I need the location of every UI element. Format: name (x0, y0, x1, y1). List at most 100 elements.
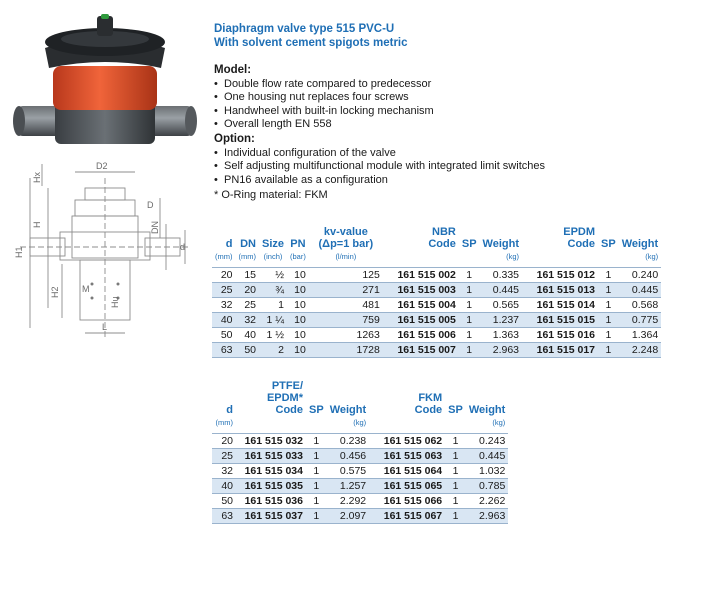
list-item: PN16 available as a configuration (214, 174, 694, 188)
table-cell: 1 (306, 478, 327, 494)
table-cell: 1 (306, 463, 327, 479)
table-cell: 1.364 (618, 327, 662, 343)
table-cell: 161 515 005 (382, 312, 459, 328)
table-cell: 32 (212, 463, 236, 479)
col-header: DN (240, 238, 256, 250)
table-cell: 0.775 (618, 312, 662, 328)
table-cell: 0.240 (618, 267, 662, 283)
table-cell: 0.785 (465, 478, 509, 494)
oring-note: * O-Ring material: FKM (214, 189, 328, 202)
table-cell: 1 (306, 433, 327, 449)
table-cell: 1 (598, 312, 619, 328)
table-cell: 1 (458, 327, 480, 343)
col-header: PN (290, 238, 306, 250)
table-cell: 0.445 (618, 282, 662, 298)
table-cell: 1728 (308, 342, 383, 358)
table-cell: 50 (212, 493, 236, 509)
table-cell: 1 (458, 267, 480, 283)
label-dn: DN (150, 221, 160, 234)
table-cell: 1 (445, 478, 466, 494)
page-title: Diaphragm valve type 515 PVC-U With solv… (214, 22, 408, 50)
table-cell: 1 (445, 433, 466, 449)
table-cell: 161 515 017 (522, 342, 599, 358)
table-cell: 481 (308, 297, 383, 313)
table-cell: 1.237 (479, 312, 523, 328)
table-cell: 161 515 015 (522, 312, 599, 328)
table-cell: 25 (212, 448, 236, 464)
col-header: Weight (468, 404, 506, 416)
table-cell: 1 ½ (259, 327, 288, 343)
model-list: Double flow rate compared to predecessor… (214, 78, 694, 132)
table-cell: 40 (235, 327, 259, 343)
table-cell: 1 (458, 342, 480, 358)
table-cell: 0.445 (479, 282, 523, 298)
table-cell: 161 515 063 (369, 448, 446, 464)
table-cell: 25 (235, 297, 259, 313)
table-cell: 2.262 (465, 493, 509, 509)
table-cell: ¾ (259, 282, 288, 298)
table-cell: 161 515 035 (236, 478, 306, 494)
table-cell: 1 (458, 282, 480, 298)
table-cell: 1 (598, 342, 619, 358)
table-cell: 161 515 067 (369, 508, 446, 524)
table-cell: 10 (287, 312, 309, 328)
option-list: Individual configuration of the valve Se… (214, 147, 694, 188)
table-cell: 161 515 037 (236, 508, 306, 524)
table-cell: 2.292 (326, 493, 370, 509)
table-cell: 40 (212, 312, 236, 328)
valve-dimension-drawing: H1 H H2 M L DN D2 D d Hx Hu (14, 161, 190, 338)
table-cell: 1 (306, 448, 327, 464)
table-cell: 0.238 (326, 433, 370, 449)
unit-label: (bar) (290, 252, 306, 261)
label-d: D (147, 200, 154, 210)
unit-label: (inch) (263, 252, 283, 261)
table-cell: 161 515 064 (369, 463, 446, 479)
table-cell: 161 515 034 (236, 463, 306, 479)
table-cell: 2 (259, 342, 288, 358)
title-line-1: Diaphragm valve type 515 PVC-U (214, 23, 395, 35)
table-cell: 10 (287, 342, 309, 358)
table-cell: 1.257 (326, 478, 370, 494)
unit-label: (kg) (645, 252, 659, 261)
table-cell: 2.248 (618, 342, 662, 358)
label-h2: H2 (50, 286, 60, 298)
table-cell: 161 515 012 (522, 267, 599, 283)
table-cell: 161 515 006 (382, 327, 459, 343)
list-item: Self adjusting multifunctional module wi… (214, 160, 694, 174)
col-header: Size (262, 238, 285, 250)
col-header: Weight (482, 238, 520, 250)
table-cell: 63 (212, 342, 236, 358)
table-cell: 1 (259, 297, 288, 313)
unit-label: (mm) (238, 252, 257, 261)
label-hu: Hu (110, 296, 120, 308)
list-item: Double flow rate compared to predecessor (214, 78, 694, 92)
table-cell: 1263 (308, 327, 383, 343)
col-header: d (225, 238, 233, 250)
table-cell: 0.456 (326, 448, 370, 464)
col-header: Weight (621, 238, 659, 250)
label-d-small: d (180, 242, 185, 252)
col-header: SP (448, 404, 463, 416)
table-cell: 10 (287, 267, 309, 283)
table-cell: 1 (598, 297, 619, 313)
col-header: d (226, 404, 233, 416)
col-header: SP (461, 238, 477, 250)
col-header: SP (309, 404, 324, 416)
table-cell: 125 (308, 267, 383, 283)
table-cell: 0.575 (326, 463, 370, 479)
table-cell: 2.097 (326, 508, 370, 524)
table-cell: 161 515 014 (522, 297, 599, 313)
